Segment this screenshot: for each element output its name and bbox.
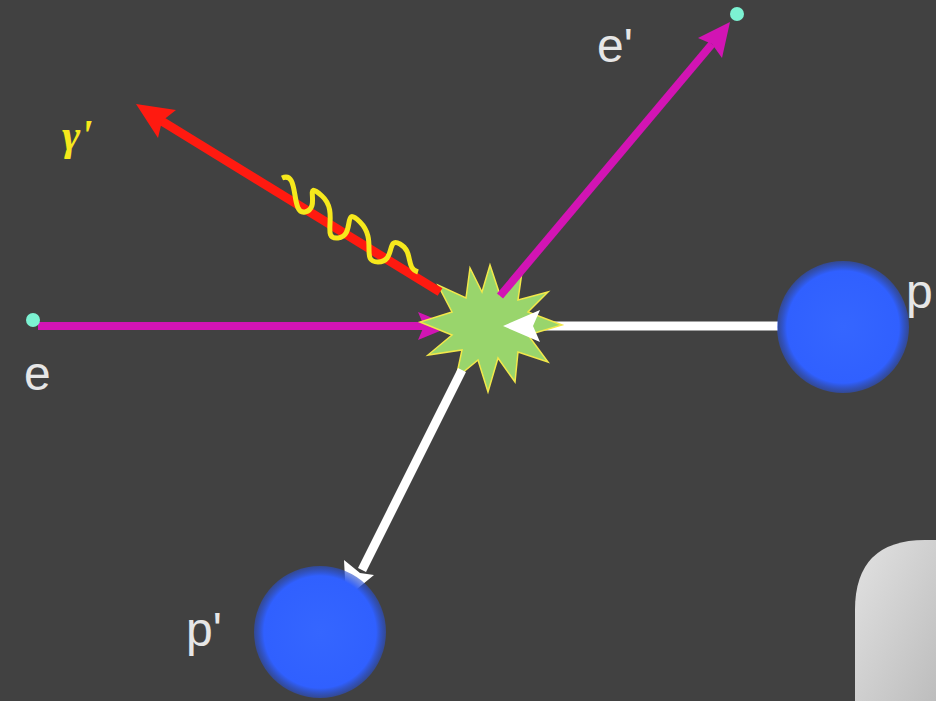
particle-label: e' [597,22,633,70]
proton-circle [254,566,386,698]
proton-circle [777,261,909,393]
particle-label: e [24,350,51,398]
particle-label: γ' [62,114,93,158]
arrowhead [503,310,540,342]
electron-track [38,322,425,330]
arrowhead [698,22,730,58]
corner-panel [855,540,936,701]
electron-dot [26,313,40,327]
particle-label: p' [186,606,222,654]
electron-dot [730,7,744,21]
particle-label: p [906,268,933,316]
arrowhead [136,104,176,138]
electron-track [500,44,712,296]
proton-track [362,370,462,570]
photon-wave [282,177,418,272]
proton-track [528,322,778,331]
collision-star [420,265,562,392]
photon-track [160,120,440,292]
